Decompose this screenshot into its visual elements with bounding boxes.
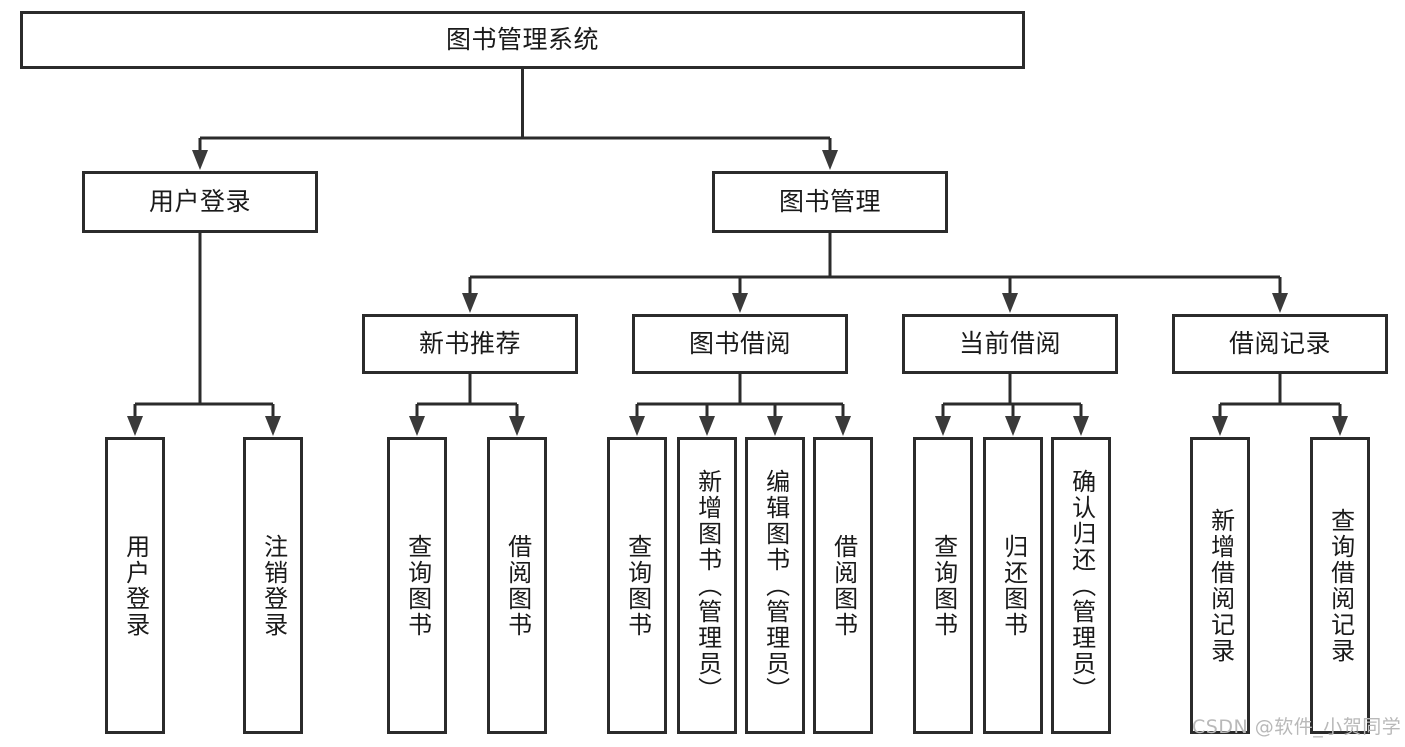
- leaf-node-5[interactable]: 新增图书（管理员）: [677, 437, 737, 734]
- node-label: 图书管理系统: [445, 25, 599, 55]
- leaf-node-1[interactable]: 注销登录: [243, 437, 303, 734]
- node-label: 新书推荐: [418, 329, 521, 359]
- leaf-node-6[interactable]: 编辑图书（管理员）: [745, 437, 805, 734]
- node-label: 当前借阅: [958, 329, 1061, 359]
- level2-node-1[interactable]: 图书管理: [712, 171, 948, 233]
- node-label: 确认归还（管理员）: [1067, 468, 1096, 703]
- node-label: 用户登录: [148, 187, 251, 217]
- leaf-node-8[interactable]: 查询图书: [913, 437, 973, 734]
- node-label: 查询借阅记录: [1326, 507, 1355, 664]
- leaf-node-12[interactable]: 查询借阅记录: [1310, 437, 1370, 734]
- level3-node-2[interactable]: 当前借阅: [902, 314, 1118, 374]
- node-label: 借阅图书: [503, 533, 532, 638]
- node-label: 图书借阅: [688, 329, 791, 359]
- node-label: 新增图书（管理员）: [693, 468, 722, 703]
- node-label: 借阅记录: [1228, 329, 1331, 359]
- node-label: 查询图书: [403, 533, 432, 638]
- level3-node-0[interactable]: 新书推荐: [362, 314, 578, 374]
- node-label: 图书管理: [778, 187, 881, 217]
- level3-node-1[interactable]: 图书借阅: [632, 314, 848, 374]
- node-label: 查询图书: [623, 533, 652, 638]
- leaf-node-4[interactable]: 查询图书: [607, 437, 667, 734]
- node-label: 借阅图书: [829, 533, 858, 638]
- node-label: 用户登录: [121, 533, 150, 638]
- root-node-0[interactable]: 图书管理系统: [20, 11, 1025, 69]
- leaf-node-7[interactable]: 借阅图书: [813, 437, 873, 734]
- leaf-node-9[interactable]: 归还图书: [983, 437, 1043, 734]
- leaf-node-2[interactable]: 查询图书: [387, 437, 447, 734]
- leaf-node-10[interactable]: 确认归还（管理员）: [1051, 437, 1111, 734]
- node-label: 归还图书: [999, 533, 1028, 638]
- leaf-node-11[interactable]: 新增借阅记录: [1190, 437, 1250, 734]
- level3-node-3[interactable]: 借阅记录: [1172, 314, 1388, 374]
- watermark-text: CSDN @软件_小贺同学: [1192, 716, 1402, 738]
- leaf-node-3[interactable]: 借阅图书: [487, 437, 547, 734]
- leaf-node-0[interactable]: 用户登录: [105, 437, 165, 734]
- level2-node-0[interactable]: 用户登录: [82, 171, 318, 233]
- node-label: 新增借阅记录: [1206, 507, 1235, 664]
- node-label: 查询图书: [929, 533, 958, 638]
- node-label: 编辑图书（管理员）: [761, 468, 790, 703]
- node-label: 注销登录: [259, 533, 288, 638]
